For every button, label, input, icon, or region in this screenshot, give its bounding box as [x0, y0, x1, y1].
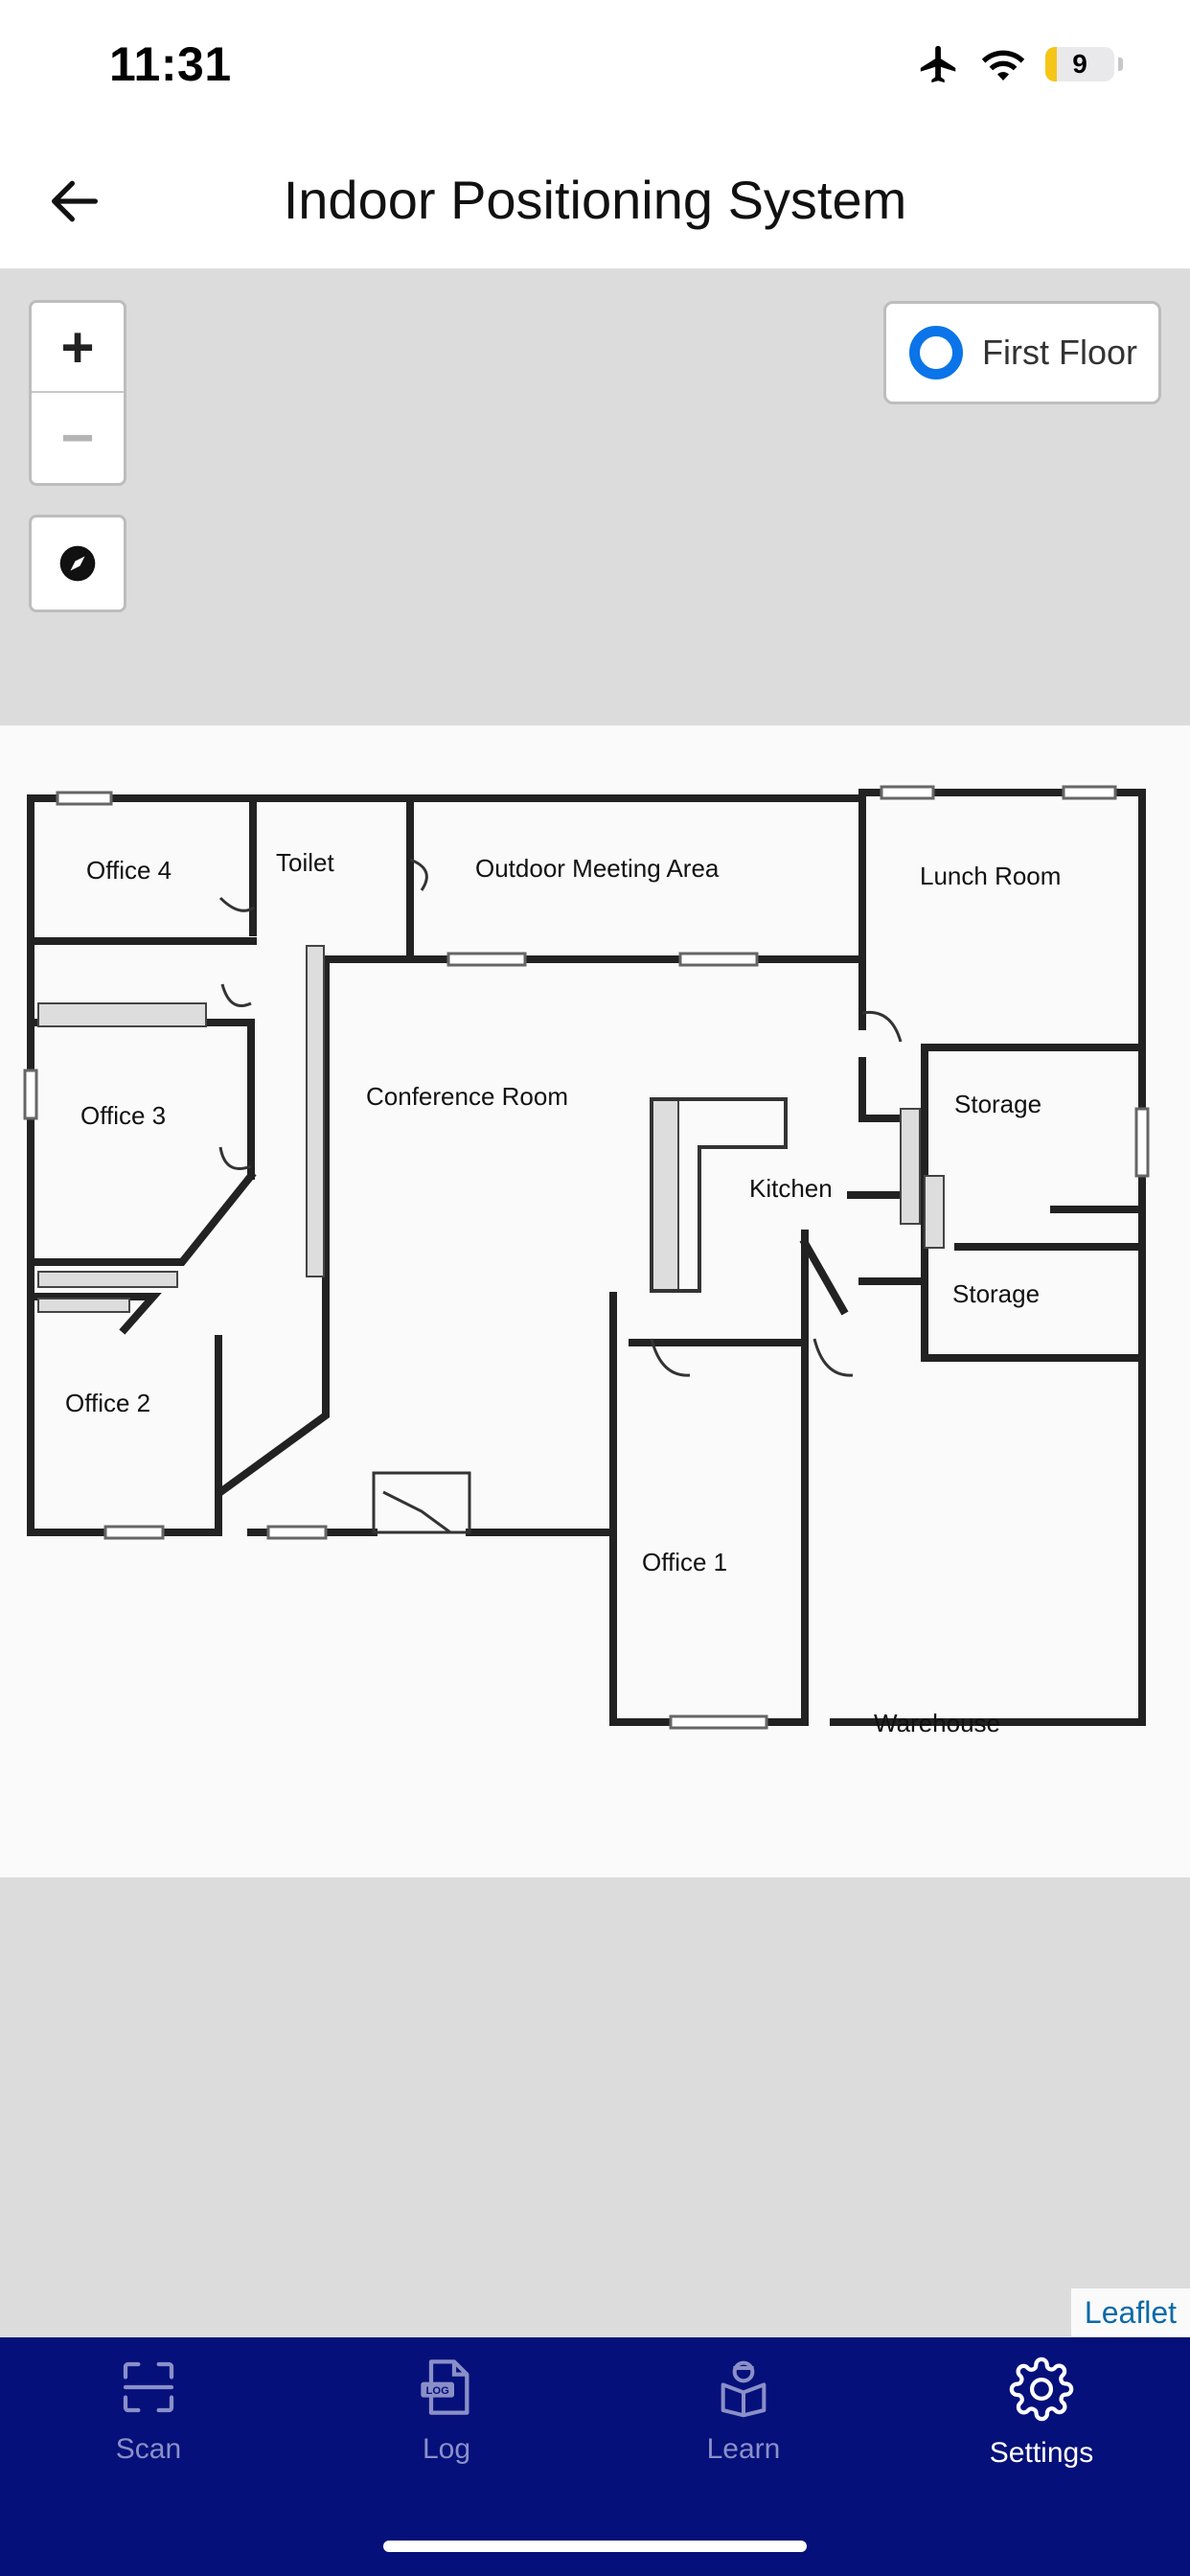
status-bar: 11:31 9: [0, 0, 1190, 134]
floor-label: First Floor: [982, 333, 1137, 372]
room-label-lunch: Lunch Room: [920, 862, 1061, 890]
leaflet-attribution[interactable]: Leaflet: [1070, 2288, 1190, 2336]
map-view[interactable]: Office 4 Toilet Outdoor Meeting Area Lun…: [0, 269, 1190, 2337]
room-label-conference: Conference Room: [366, 1082, 568, 1111]
floor-plan-drawing: Office 4 Toilet Outdoor Meeting Area Lun…: [23, 785, 1150, 1737]
scan-icon: [123, 2361, 174, 2413]
room-label-warehouse: Warehouse: [874, 1709, 1000, 1737]
locate-button[interactable]: [29, 515, 126, 612]
status-icons: 9: [917, 42, 1123, 86]
zoom-control: + −: [29, 300, 126, 486]
page-title: Indoor Positioning System: [283, 170, 907, 230]
compass-icon: [59, 545, 96, 582]
room-label-toilet: Toilet: [276, 848, 334, 877]
back-arrow-icon[interactable]: [44, 171, 105, 232]
tab-learn-label: Learn: [706, 2433, 781, 2465]
zoom-in-button[interactable]: +: [60, 314, 95, 380]
floor-selector[interactable]: First Floor: [883, 301, 1161, 404]
wifi-icon: [981, 50, 1025, 80]
room-label-office1: Office 1: [642, 1548, 727, 1576]
room-label-office4: Office 4: [86, 856, 172, 885]
floor-radio[interactable]: [909, 326, 963, 380]
home-indicator: [383, 2541, 807, 2552]
gear-icon: [1009, 2357, 1074, 2422]
zoom-out-button[interactable]: −: [32, 391, 124, 481]
battery-indicator: 9: [1045, 47, 1114, 81]
room-label-kitchen: Kitchen: [749, 1174, 833, 1203]
tab-log-label: Log: [422, 2433, 471, 2465]
log-icon: LOG: [421, 2359, 469, 2415]
battery-tip: [1118, 58, 1123, 71]
tab-scan[interactable]: Scan: [53, 2357, 244, 2491]
room-label-outdoor: Outdoor Meeting Area: [475, 854, 720, 883]
tab-settings-label: Settings: [989, 2437, 1094, 2469]
room-label-office2: Office 2: [65, 1389, 150, 1417]
log-icon-text: LOG: [426, 2385, 450, 2397]
tab-settings[interactable]: Settings: [946, 2357, 1137, 2491]
room-label-storage2: Storage: [952, 1279, 1040, 1308]
learn-icon: [721, 2360, 767, 2418]
status-time: 11:31: [109, 37, 232, 91]
bottom-tab-bar: Scan LOG Log Learn Settings: [0, 2337, 1190, 2576]
tab-learn[interactable]: Learn: [648, 2357, 839, 2491]
airplane-icon: [920, 45, 956, 83]
app-header: Indoor Positioning System: [0, 134, 1190, 269]
tab-log[interactable]: LOG Log: [351, 2357, 542, 2491]
tab-scan-label: Scan: [115, 2433, 182, 2465]
room-label-storage1: Storage: [954, 1090, 1041, 1118]
floor-plan[interactable]: Office 4 Toilet Outdoor Meeting Area Lun…: [0, 725, 1190, 1877]
room-label-office3: Office 3: [80, 1101, 166, 1130]
